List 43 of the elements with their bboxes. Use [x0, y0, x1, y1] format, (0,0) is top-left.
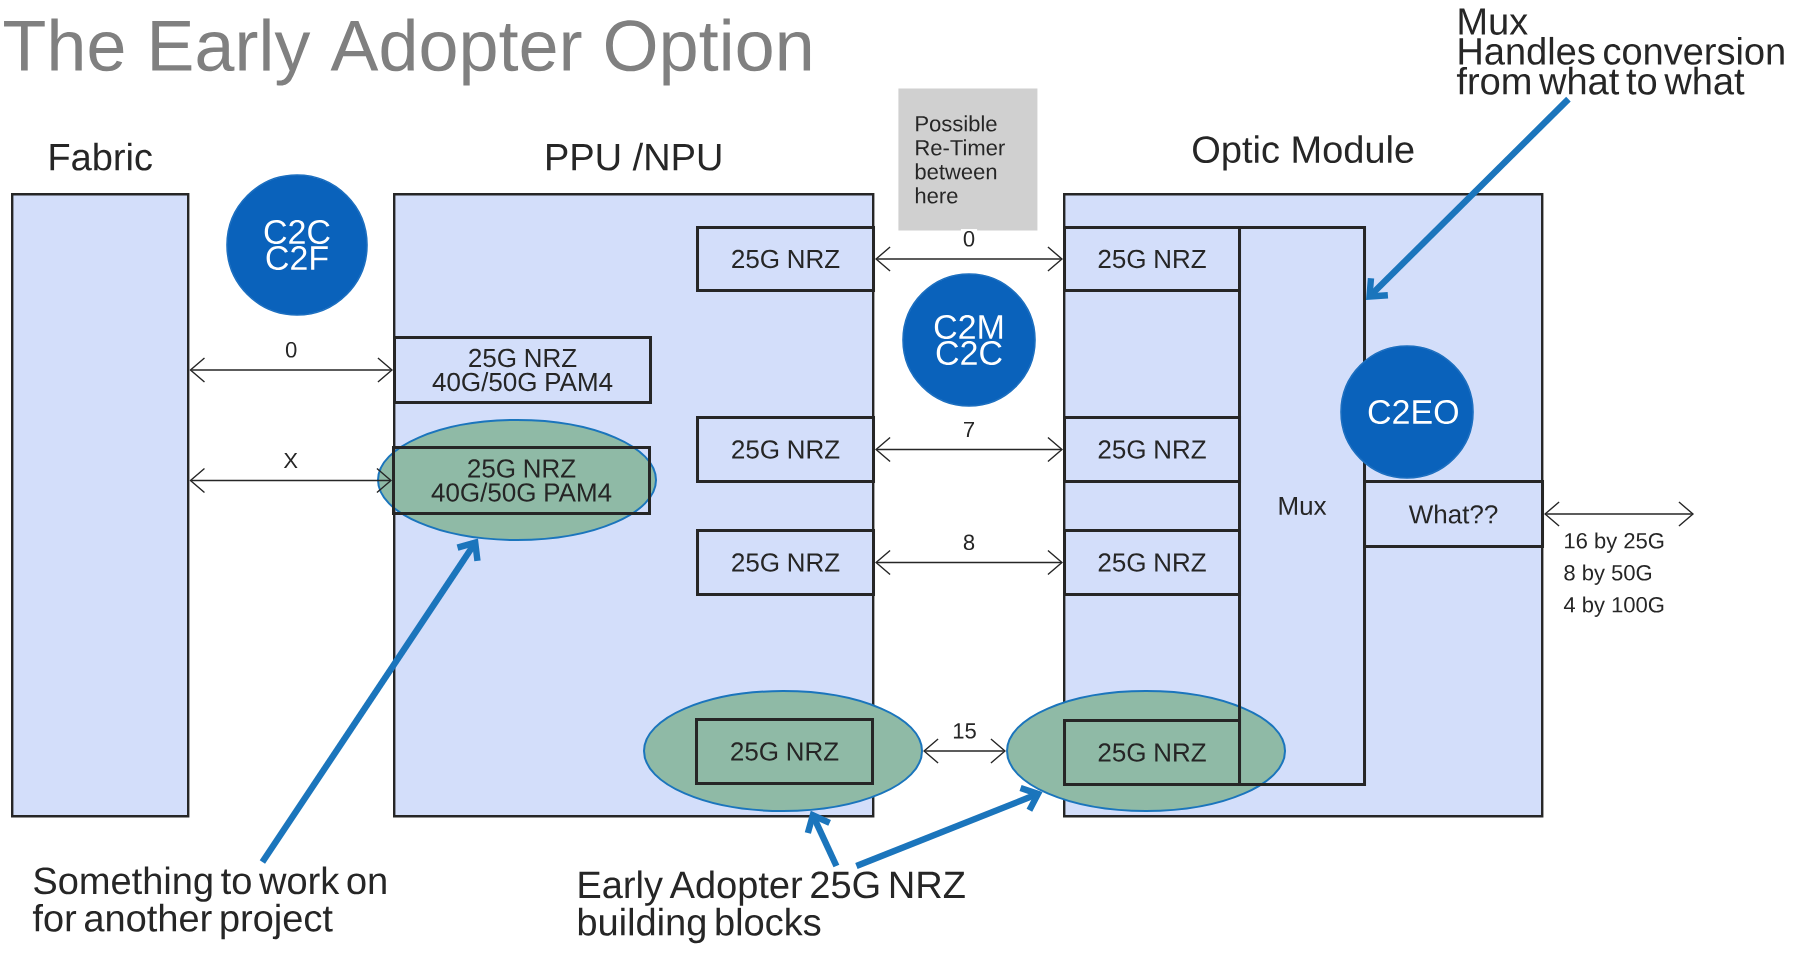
double-arrow: [875, 246, 1063, 272]
double-arrow: [923, 738, 1006, 764]
lane-box: 25G NRZ 40G/50G PAM4: [392, 446, 651, 515]
callout-text: Early Adopter 25G NRZ building blocks: [578, 870, 965, 944]
leader-arrow: [804, 810, 840, 868]
double-arrow: [189, 357, 393, 383]
lane-box: 25G NRZ: [1063, 529, 1241, 596]
edge-label: 0: [960, 229, 978, 249]
double-arrow: [189, 467, 392, 494]
leader-arrow: [259, 538, 481, 864]
leader-arrow: [1366, 96, 1571, 300]
lane-box: 25G NRZ: [696, 416, 875, 483]
lane-box: 25G NRZ: [696, 226, 875, 292]
highlight-ellipse: [1006, 690, 1286, 812]
title: The Early Adopter Option: [4, 18, 811, 86]
panel-heading: Optic Module: [1193, 135, 1414, 171]
leader-arrow: [855, 784, 1043, 869]
highlight-ellipse: [643, 690, 923, 812]
note-box: Possible Re-Timer between here: [898, 88, 1038, 231]
edge-label: 8: [960, 532, 978, 553]
lane-box: 25G NRZ: [1063, 226, 1241, 292]
lane-box: 25G NRZ: [1063, 719, 1241, 786]
lane-box: What??: [1363, 480, 1544, 548]
panel-heading: Fabric: [50, 142, 152, 171]
edge-label: 15: [950, 721, 979, 741]
rate-label: 8 by 50G: [1564, 564, 1651, 585]
mux-box: Mux: [1238, 226, 1366, 786]
double-arrow: [875, 436, 1063, 463]
panel-heading: PPU /NPU: [547, 142, 721, 171]
highlight-ellipse: [377, 419, 657, 541]
lane-box: 25G NRZ 40G/50G PAM4: [393, 336, 652, 404]
edge-label: 0: [283, 340, 300, 360]
double-arrow: [1544, 501, 1695, 527]
rate-label: 4 by 100G: [1563, 596, 1664, 617]
rate-label: 16 by 25G: [1565, 532, 1664, 553]
lane-box: 25G NRZ: [1063, 416, 1241, 483]
double-arrow: [875, 549, 1063, 576]
callout-text: Mux Handles conversion from what to what: [1456, 8, 1784, 95]
edge-label: 7: [960, 419, 978, 440]
lane-box: 25G NRZ: [695, 718, 874, 785]
callout-text: Something to work on for another project: [32, 866, 386, 940]
edge-label: X: [281, 450, 301, 471]
lane-box: 25G NRZ: [696, 529, 875, 596]
